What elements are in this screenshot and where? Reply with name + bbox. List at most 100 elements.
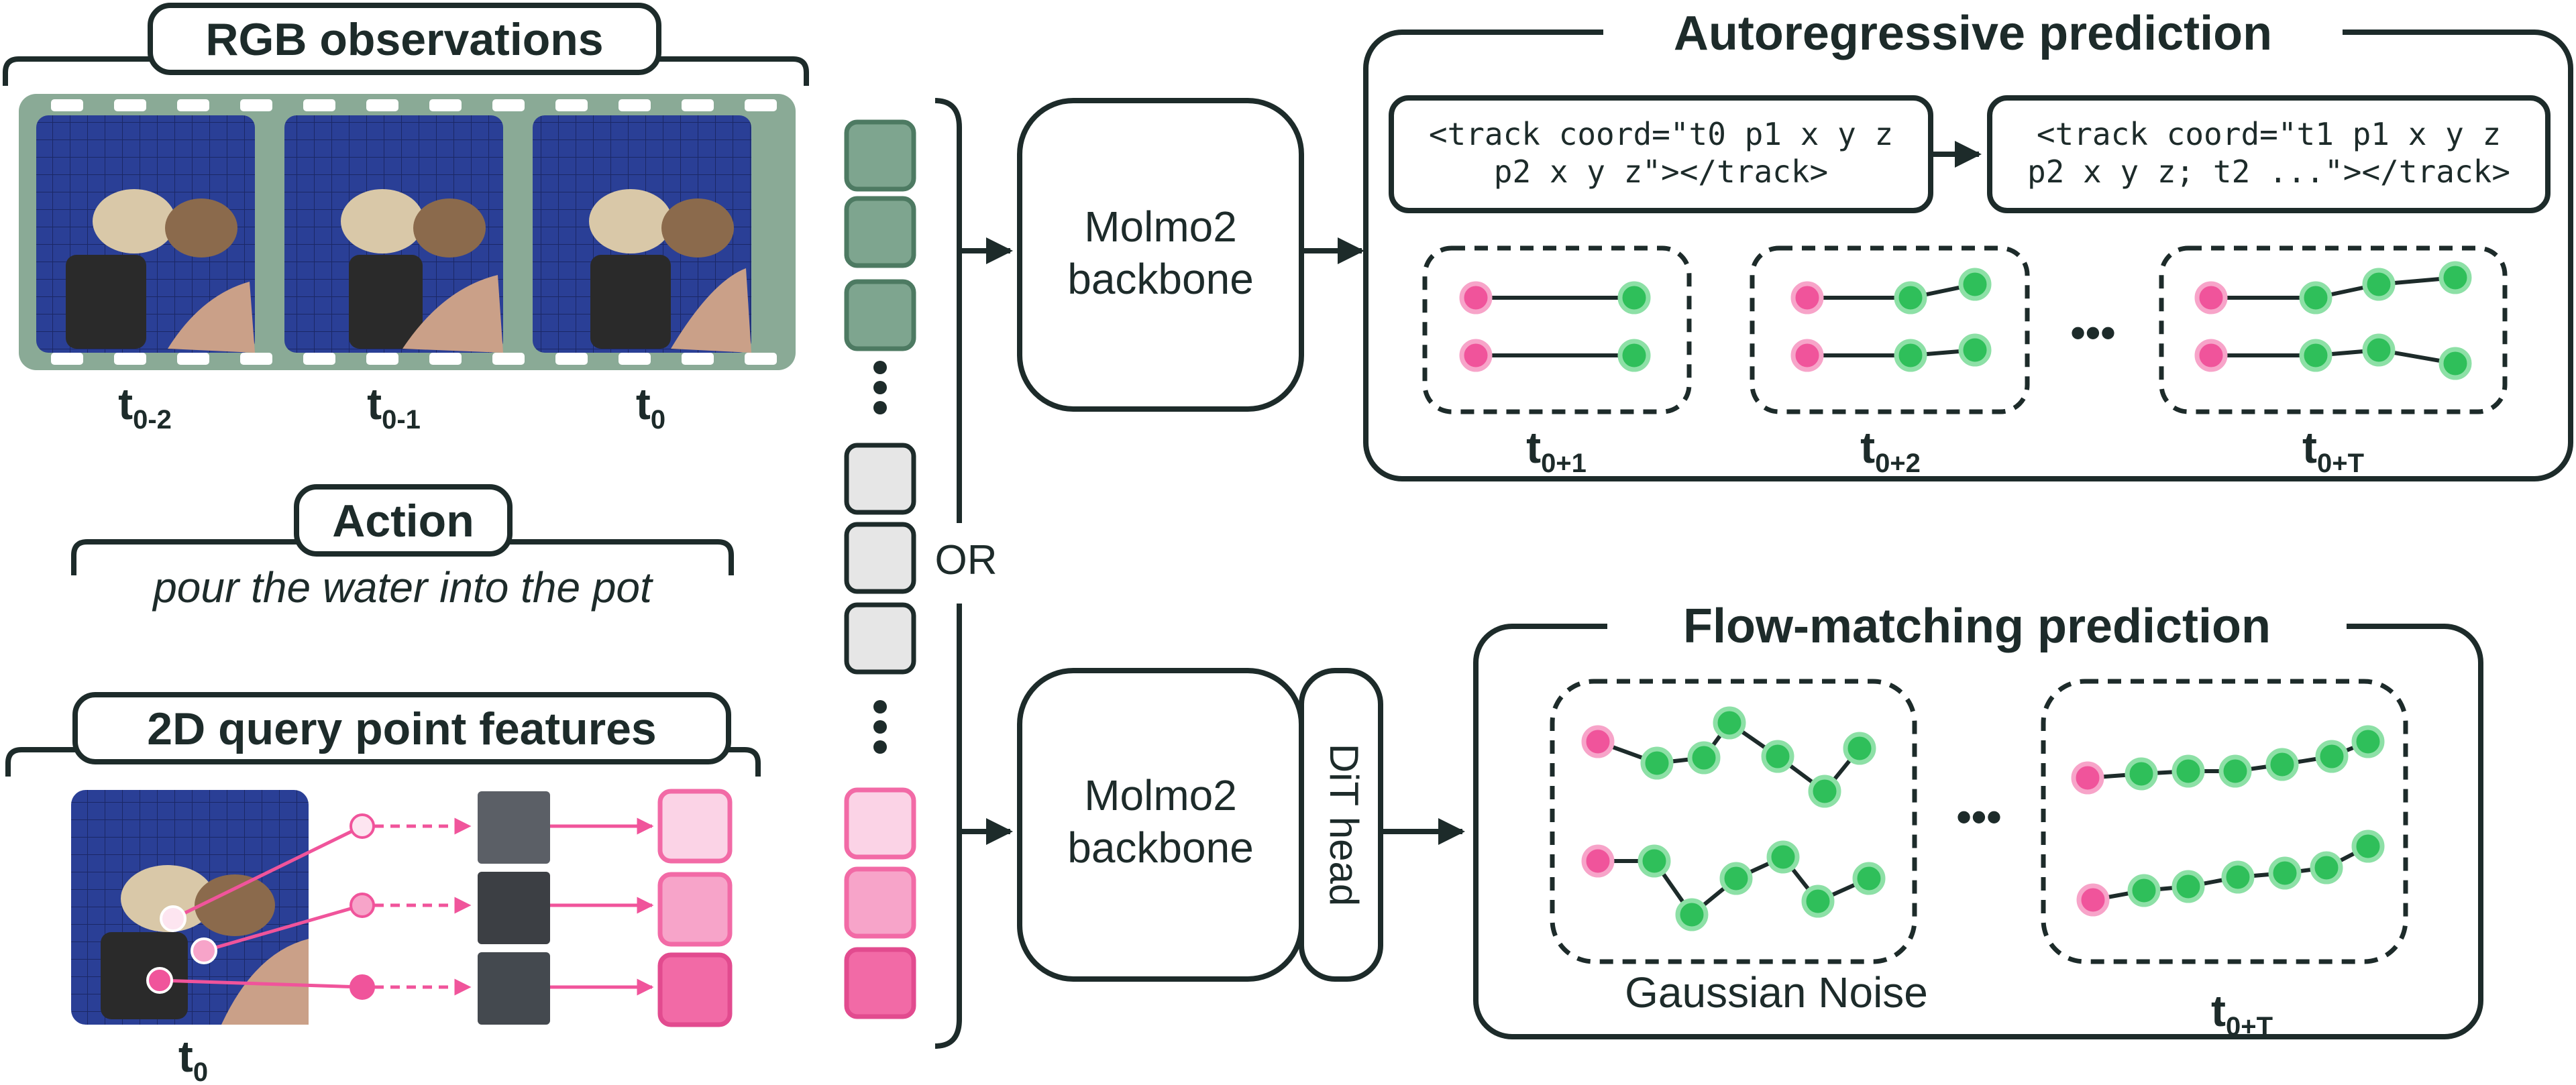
action-title-box [294, 484, 513, 557]
film-hole [682, 353, 714, 365]
sequence-token [844, 196, 916, 268]
query-mid-point [350, 893, 375, 918]
query-title: 2D query point features [147, 703, 657, 754]
feature-token-dark [657, 952, 733, 1027]
code-box-2-line-2: p2 x y z; t2 ..."></track> [2027, 154, 2510, 190]
query-lines [146, 813, 654, 1000]
code-box-1-line-2: p2 x y z"></track> [1494, 154, 1829, 190]
track-start-point [2194, 281, 2228, 315]
rgb-observations-section: RGB observations t0-2 t0- [3, 3, 809, 435]
step-label-1: t0+1 [1526, 422, 1587, 478]
track-point [1617, 281, 1651, 315]
track-point [2351, 725, 2385, 758]
track-point [2315, 740, 2349, 773]
film-hole [366, 353, 398, 365]
query-point [160, 905, 186, 932]
flow-tracks [1581, 706, 2385, 931]
track-point [1640, 746, 1674, 780]
token-column [844, 119, 916, 1019]
track-point [2438, 261, 2472, 294]
step-label-2: t0+2 [1860, 422, 1921, 478]
action-section: Action pour the water into the pot [71, 484, 734, 612]
noise-label: Gaussian Noise [1625, 968, 1928, 1017]
query-time-label: t0 [178, 1031, 208, 1085]
action-text: pour the water into the pot [152, 563, 653, 612]
track-point [1808, 775, 1841, 808]
film-hole [429, 353, 462, 365]
film-hole [745, 99, 777, 111]
track-point [2299, 339, 2332, 372]
track-step-1-box [1422, 245, 1692, 414]
autoregressive-title: Autoregressive prediction [1674, 7, 2272, 60]
sequence-token [844, 866, 916, 939]
flow-panel: Flow-matching prediction ••• Gaussian No… [1473, 598, 2483, 1041]
track-point [2171, 870, 2205, 903]
film-hole [240, 353, 272, 365]
track-point [2218, 754, 2252, 788]
film-holes [51, 99, 777, 365]
film-hole [177, 99, 209, 111]
query-link [159, 978, 363, 989]
track-point [2299, 281, 2332, 315]
track-point [1766, 840, 1800, 874]
patch-2 [478, 872, 550, 944]
frame-label-3: t0 [636, 379, 665, 435]
frame-label-2: t0-1 [367, 379, 421, 435]
track-point [1675, 898, 1709, 931]
film-hole [240, 99, 272, 111]
track-start-point [1459, 339, 1493, 372]
frame-2 [284, 115, 503, 353]
autoregressive-panel: Autoregressive prediction <track coord="… [1363, 5, 2573, 481]
sequence-token [844, 279, 916, 351]
track-point [1894, 281, 1927, 315]
frame-3 [533, 115, 751, 353]
query-mid-point [350, 974, 375, 1000]
svg-text:t0: t0 [636, 379, 665, 435]
frame-1 [36, 115, 255, 353]
track-start-point [1790, 281, 1824, 315]
sequence-token [844, 947, 916, 1019]
query-mid-point [350, 813, 375, 839]
film-hole [51, 353, 83, 365]
observations-title: RGB observations [205, 14, 603, 65]
action-title: Action [332, 496, 474, 547]
track-start-point [1459, 281, 1493, 315]
track-point [2127, 874, 2161, 907]
track-start-point [2076, 883, 2110, 917]
track-point [2362, 333, 2396, 367]
sequence-token [844, 522, 916, 594]
track-start-point [2194, 339, 2228, 372]
track-point [1958, 333, 1992, 367]
film-hole [366, 99, 398, 111]
flow-time-label: t0+T [2211, 986, 2273, 1041]
patch-1 [478, 791, 550, 864]
track-point [1617, 339, 1651, 372]
film-hole [619, 99, 651, 111]
track-start-point [1581, 725, 1615, 758]
flow-ellipsis: ••• [1956, 793, 2001, 841]
film-hole [492, 99, 525, 111]
code-box-2-line-1: <track coord="t1 p1 x y z [2037, 116, 2501, 152]
track-point [2310, 851, 2343, 884]
token-dots-bottom [873, 700, 887, 754]
autoregressive-ellipsis: ••• [2070, 308, 2115, 357]
code-box-1-line-1: <track coord="t0 p1 x y z [1429, 116, 1893, 152]
track-point [2265, 748, 2299, 781]
frame-label-1: t0-2 [118, 379, 172, 435]
track-point [2362, 268, 2396, 301]
track-point [1687, 741, 1721, 775]
token-dots-top [873, 361, 887, 414]
observations-title-box [148, 3, 661, 75]
sequence-token [844, 119, 916, 192]
noise-box [1550, 679, 1917, 964]
query-title-box [72, 692, 731, 764]
track-point [1852, 862, 1886, 895]
query-link [172, 824, 364, 921]
svg-text:t0-1: t0-1 [367, 379, 421, 435]
track-point [1713, 706, 1746, 740]
film-hole [619, 353, 651, 365]
query-link [203, 903, 363, 953]
sequence-token [844, 787, 916, 860]
